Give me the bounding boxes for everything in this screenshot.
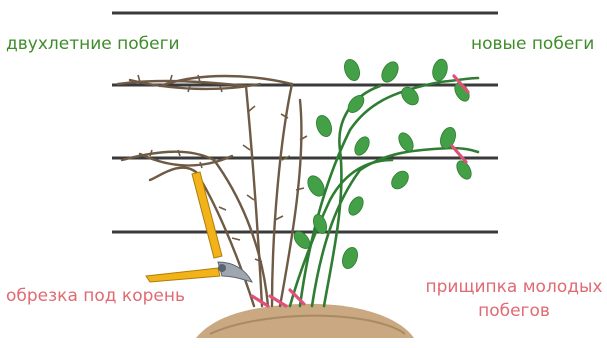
leaf xyxy=(340,245,361,270)
label-new-shoots: новые побеги xyxy=(471,34,594,54)
thorn xyxy=(219,106,307,262)
label-two-year-shoots: двухлетние побеги xyxy=(6,34,180,54)
label-pinch-line1: прищипка молодых xyxy=(419,275,607,299)
leaf xyxy=(314,113,335,138)
leaf xyxy=(388,168,412,192)
label-root-cut: обрезка под корень xyxy=(6,286,185,306)
shears-handle-top xyxy=(192,172,222,258)
cut-marks xyxy=(252,76,468,306)
old-cane xyxy=(272,84,292,306)
leaf xyxy=(378,59,401,85)
old-cane-thorns xyxy=(138,75,307,262)
leaf xyxy=(430,58,449,83)
label-pinch-line2: побегов xyxy=(419,299,607,323)
shears-pivot xyxy=(218,264,226,272)
leaves xyxy=(291,57,474,270)
soil-mound xyxy=(196,304,414,338)
leaf xyxy=(346,194,366,217)
shears-handle-bottom xyxy=(146,268,220,282)
label-pinch-young-shoots: прищипка молодых побегов xyxy=(419,275,607,323)
new-cane xyxy=(300,78,478,306)
leaf xyxy=(342,57,363,82)
pruning-shears-icon xyxy=(146,172,252,282)
leaf xyxy=(352,134,372,157)
old-cane xyxy=(150,168,196,180)
